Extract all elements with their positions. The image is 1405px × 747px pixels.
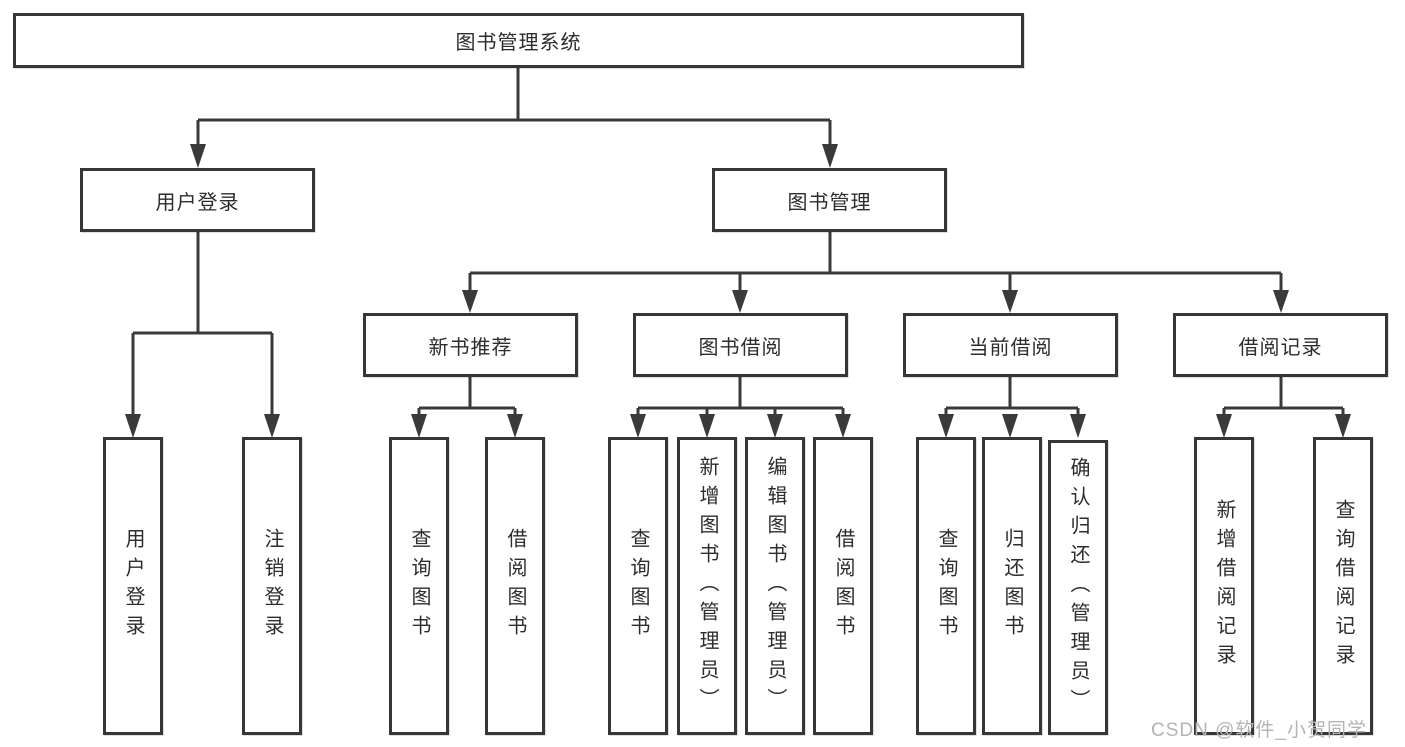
leaf-query-books-current: 查询图书 bbox=[916, 437, 976, 735]
leaf-query-books-newbook: 查询图书 bbox=[389, 437, 449, 735]
node-new-book-recommend: 新书推荐 bbox=[363, 313, 578, 377]
node-current-borrow: 当前借阅 bbox=[903, 313, 1118, 377]
node-library-management-system: 图书管理系统 bbox=[13, 13, 1024, 68]
node-user-login: 用户登录 bbox=[80, 168, 315, 232]
leaf-logout: 注销登录 bbox=[242, 437, 302, 735]
leaf-borrow-books-borrow: 借阅图书 bbox=[813, 437, 873, 735]
leaf-query-books-borrow: 查询图书 bbox=[608, 437, 668, 735]
arrowheads bbox=[125, 144, 1351, 438]
csdn-watermark: CSDN @软件_小贺同学 bbox=[1151, 720, 1367, 741]
node-book-borrow: 图书借阅 bbox=[633, 313, 848, 377]
leaf-add-borrow-record: 新增借阅记录 bbox=[1194, 437, 1254, 735]
leaf-user-login: 用户登录 bbox=[103, 437, 163, 735]
leaf-return-books: 归还图书 bbox=[982, 437, 1042, 735]
leaf-borrow-books-newbook: 借阅图书 bbox=[485, 437, 545, 735]
leaf-edit-book-admin: 编辑图书（管理员） bbox=[745, 437, 805, 735]
leaf-add-book-admin: 新增图书（管理员） bbox=[677, 437, 737, 735]
node-borrow-records: 借阅记录 bbox=[1173, 313, 1388, 377]
leaf-query-borrow-record: 查询借阅记录 bbox=[1313, 437, 1373, 735]
leaf-confirm-return-admin: 确认归还（管理员） bbox=[1048, 440, 1108, 735]
node-book-management: 图书管理 bbox=[712, 168, 947, 232]
